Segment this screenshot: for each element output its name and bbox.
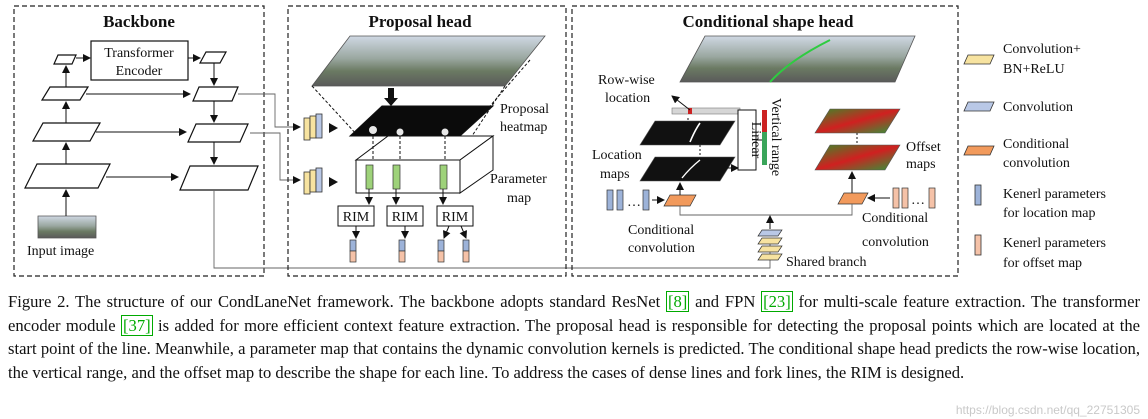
fpn-layer (187, 123, 249, 143)
vertical-range-label: Vertical range (768, 98, 783, 176)
svg-text:Conditional: Conditional (1003, 137, 1069, 152)
offset-map (814, 108, 901, 134)
shared-branch-stack (757, 229, 783, 261)
rim-label: RIM (442, 210, 469, 225)
citation-link[interactable]: [8] (665, 291, 690, 312)
legend: Convolution+ BN+ReLU Convolution Conditi… (963, 42, 1106, 271)
vertical-range-bar (762, 110, 767, 165)
feature-layer (53, 54, 77, 65)
conditional-conv-block (663, 194, 697, 207)
transformer-label: Encoder (116, 64, 163, 79)
heatmap-peak (396, 128, 404, 136)
parameter-map-label: map (507, 191, 531, 206)
input-image-label: Input image (27, 244, 94, 259)
proposal-head-title: Proposal head (368, 12, 472, 31)
offset-maps-label: maps (906, 157, 936, 172)
fpn-layer (179, 165, 259, 191)
kernel-pair (398, 239, 406, 263)
legend-item-location-kernel: Kenerl parameters for location map (974, 184, 1106, 221)
heatmap-label: Proposal (500, 102, 549, 117)
shared-branch-label: Shared branch (786, 255, 866, 270)
rim-label: RIM (392, 210, 419, 225)
linear-label: Linear (748, 122, 763, 159)
kernel-pair (349, 239, 357, 263)
kernel-pair (437, 239, 445, 263)
proposal-head-panel: Proposal head Proposal heatmap (287, 5, 567, 277)
row-wise-label: Row-wise (598, 73, 655, 88)
offset-maps-label: Offset (906, 140, 941, 155)
watermark: https://blog.csdn.net/qq_22751305 (955, 403, 1140, 417)
conditional-conv-block (837, 192, 869, 205)
heatmap-peak (441, 128, 449, 136)
cond-conv-label: Conditional (862, 211, 928, 226)
input-image-thumb (37, 215, 97, 239)
row-wise-label: location (605, 91, 650, 106)
legend-item-conv-bn-relu: Convolution+ BN+ReLU (963, 42, 1081, 77)
heatmap-peak (369, 126, 377, 134)
fpn-layer (198, 51, 228, 64)
svg-text:for offset map: for offset map (1003, 256, 1082, 271)
svg-text:Convolution: Convolution (1003, 100, 1073, 115)
legend-item-conditional-conv: Conditional convolution (963, 137, 1070, 171)
svg-text:for location map: for location map (1003, 206, 1096, 221)
location-maps-label: Location (592, 148, 642, 163)
parameter-map-label: Parameter (490, 172, 547, 187)
svg-text:BN+ReLU: BN+ReLU (1003, 62, 1065, 77)
row-wise-bar (671, 107, 741, 115)
svg-text:…: … (627, 195, 641, 210)
location-map (639, 156, 736, 182)
svg-text:Kenerl parameters: Kenerl parameters (1003, 187, 1106, 202)
feature-layer (24, 163, 111, 189)
svg-text:…: … (911, 193, 925, 208)
svg-text:Kenerl parameters: Kenerl parameters (1003, 236, 1106, 251)
citation-link[interactable]: [37] (121, 314, 153, 336)
feature-layer (31, 122, 102, 142)
svg-text:convolution: convolution (1003, 156, 1070, 171)
feature-layer (40, 86, 90, 101)
location-maps-label: maps (600, 167, 630, 182)
rim-label: RIM (343, 210, 370, 225)
offset-map (814, 144, 901, 171)
legend-item-offset-kernel: Kenerl parameters for offset map (974, 234, 1106, 271)
kernel-pair (462, 239, 470, 263)
svg-text:Convolution+: Convolution+ (1003, 42, 1081, 57)
cond-conv-label: convolution (628, 241, 695, 256)
shape-head-panel: Conditional shape head Row-wise location… (571, 5, 959, 277)
backbone-title: Backbone (103, 12, 175, 31)
cond-conv-label: convolution (862, 235, 929, 250)
backbone-panel: Backbone Input image Transformer Encoder (13, 5, 771, 277)
transformer-label: Transformer (104, 46, 174, 61)
heatmap-label: heatmap (500, 120, 547, 135)
legend-item-convolution: Convolution (963, 100, 1073, 115)
proposal-input-image (311, 35, 546, 87)
cond-conv-label: Conditional (628, 223, 694, 238)
framework-diagram: Backbone Input image Transformer Encoder (13, 5, 1106, 277)
figure-caption: Figure 2. The structure of our CondLaneN… (8, 291, 1140, 382)
citation-link[interactable]: [23] (761, 291, 793, 312)
location-map (639, 120, 736, 146)
shape-head-title: Conditional shape head (683, 12, 855, 31)
fpn-layer (192, 86, 239, 102)
